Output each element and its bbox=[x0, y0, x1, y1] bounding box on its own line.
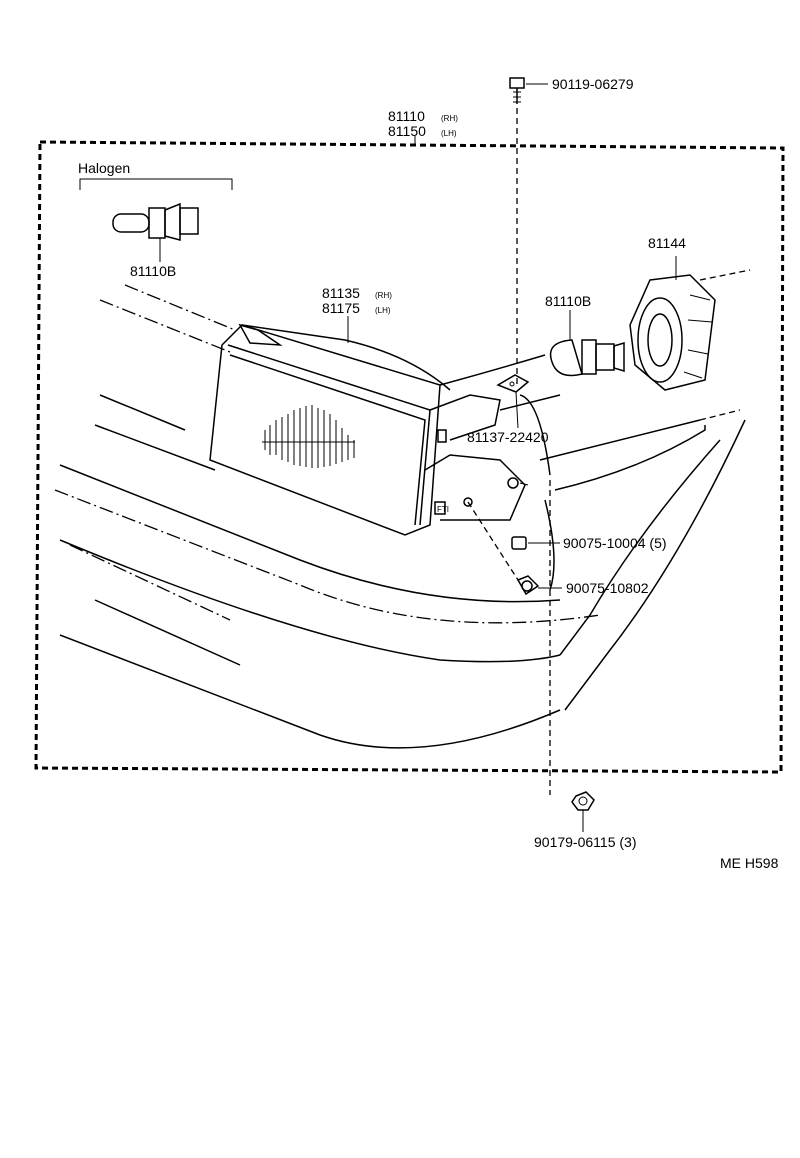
reference-code: ME H598 bbox=[720, 855, 779, 871]
unit-stamp: FTI bbox=[437, 505, 449, 514]
unit-rh-label: 81135 bbox=[322, 285, 360, 301]
headlamp-unit: FTI bbox=[209, 323, 529, 536]
vehicle-body-outline bbox=[54, 269, 751, 749]
bracket-part bbox=[496, 374, 530, 429]
assembly-lh-label: 81150 bbox=[388, 123, 426, 139]
assembly-rh-suffix: (RH) bbox=[441, 114, 458, 123]
halogen-label: Halogen bbox=[78, 160, 130, 176]
assembly-rh-label: 81110 bbox=[388, 108, 425, 124]
bolt-label: 90119-06279 bbox=[552, 76, 634, 92]
nut-label: 90179-06115 (3) bbox=[534, 834, 636, 850]
halogen-bracket bbox=[79, 178, 233, 190]
lens-pattern bbox=[262, 405, 355, 468]
assembly-lh-suffix: (LH) bbox=[441, 129, 457, 138]
grommet-label: 90075-10802 bbox=[566, 580, 649, 596]
clip-label: 90075-10004 (5) bbox=[563, 535, 667, 551]
assembly-boundary bbox=[34, 140, 785, 774]
bulb-label: 81110B bbox=[545, 293, 591, 309]
halogen-bulb-label: 81110B bbox=[130, 263, 176, 279]
unit-lh-label: 81175 bbox=[322, 300, 360, 316]
nut-icon bbox=[571, 791, 595, 832]
grommet-icon bbox=[467, 501, 562, 596]
bulb-icon bbox=[549, 310, 625, 377]
unit-lh-suffix: (LH) bbox=[375, 306, 391, 315]
bolt-icon bbox=[509, 77, 548, 104]
unit-rh-suffix: (RH) bbox=[375, 291, 392, 300]
bracket-label: 81137-22420 bbox=[467, 429, 549, 445]
halogen-bulb-icon bbox=[112, 202, 199, 262]
clip-icon bbox=[511, 536, 560, 550]
dust-cover-icon bbox=[629, 256, 716, 391]
cover-label: 81144 bbox=[648, 235, 686, 251]
